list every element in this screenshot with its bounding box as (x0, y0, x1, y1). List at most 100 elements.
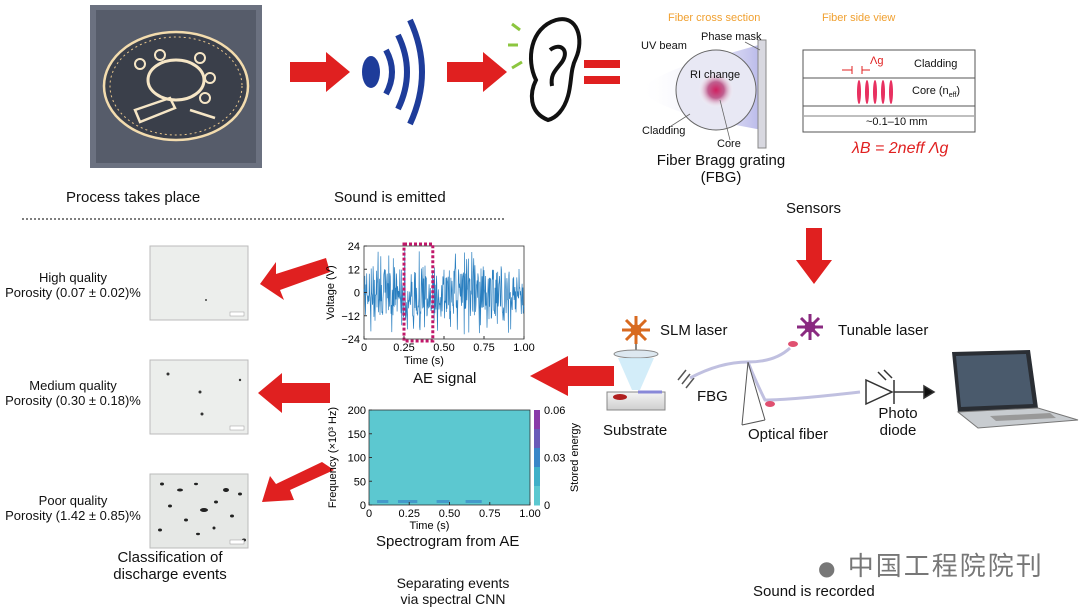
ae-xtick-label: 0.75 (473, 342, 494, 354)
classification-caption: Classification of discharge events (100, 549, 240, 583)
colorbar-segment (534, 429, 540, 449)
caption-sound-recorded: Sound is recorded (753, 583, 875, 600)
sensors-down-arrow (796, 228, 832, 284)
ae-xtick-label: 0.25 (393, 342, 414, 354)
colorbar-tick-label: 0.03 (544, 453, 565, 465)
fbg-name: Fiber Bragg grating (FBG) (646, 152, 796, 186)
spec-xtick-label: 0.50 (439, 508, 460, 520)
fbg-side-view (802, 49, 976, 133)
spec-ytick-label: 50 (354, 476, 366, 488)
spec-xtick-label: 0 (366, 508, 372, 520)
sound-wave-icon (362, 18, 425, 126)
quality-high: High quality Porosity (0.07 ± 0.02)% (0, 270, 146, 300)
spectrogram-event (436, 500, 450, 503)
ae-ytick-label: −12 (341, 311, 360, 323)
optical-fiber (689, 346, 861, 426)
colorbar-label: Stored energy (569, 422, 581, 492)
fbg-side-core-label: Core (neff) (912, 85, 960, 99)
spec-ytick-label: 0 (360, 500, 366, 512)
fbg-core-label: Core (717, 138, 741, 150)
quality-high-title: High quality (39, 270, 107, 285)
classification-arrows (258, 258, 614, 502)
watermark-text: 中国工程院院刊 (847, 552, 1044, 582)
separating-caption: Separating events via spectral CNN (378, 575, 528, 607)
setup-photodiode-line2: diode (879, 422, 917, 439)
colorbar-segment (534, 486, 540, 506)
colorbar-segment (534, 448, 540, 468)
setup-optics (606, 344, 695, 411)
photodiode-icon (865, 369, 936, 406)
setup-optical-fiber-label: Optical fiber (748, 426, 829, 443)
spec-ytick-label: 150 (348, 429, 366, 441)
spectrogram-event (397, 500, 418, 503)
flow-arrows-top (290, 52, 620, 92)
fiber-connectors (765, 341, 798, 407)
setup-photodiode-label: Photo diode (868, 405, 928, 439)
quality-poor-porosity: Porosity (1.42 ± 0.85)% (5, 508, 141, 523)
fbg-name-line2: (FBG) (700, 169, 742, 186)
tunable-laser-icon (797, 314, 823, 340)
fbg-period-symbol: Λg (870, 55, 884, 67)
setup-fbg-label: FBG (697, 388, 728, 405)
watermark: ● 中国工程院院刊 (818, 546, 1044, 583)
setup-substrate-label: Substrate (603, 422, 668, 439)
ae-ytick-label: −24 (341, 334, 360, 346)
spec-ylabel: Frequency (×10³ Hz) (327, 407, 339, 508)
micrograph-medium (149, 359, 249, 435)
ae-xlabel: Time (s) (404, 355, 444, 367)
ae-ylabel: Voltage (V) (325, 265, 337, 319)
caption-process: Process takes place (66, 189, 201, 206)
colorbar-tick-label: 0.06 (544, 405, 565, 417)
fbg-uv-beam-label: UV beam (641, 40, 687, 52)
fbg-cross-section-title: Fiber cross section (668, 12, 761, 24)
ae-xtick-label: 0 (361, 342, 367, 354)
classification-caption-line2: discharge events (113, 566, 227, 583)
fbg-cladding-label: Cladding (642, 125, 686, 137)
fbg-side-cladding-label: Cladding (914, 58, 958, 70)
spec-xtick-label: 0.75 (479, 508, 500, 520)
setup-tunable-laser-label: Tunable laser (838, 322, 929, 339)
quality-poor-title: Poor quality (38, 493, 108, 508)
fbg-side-view-title: Fiber side view (822, 12, 896, 24)
caption-sound-emitted: Sound is emitted (334, 189, 446, 206)
spec-xtick-label: 0.25 (399, 508, 420, 520)
separating-caption-line2: via spectral CNN (400, 591, 506, 607)
fbg-phase-mask-label: Phase mask (701, 31, 762, 43)
ae-highlight-window (402, 242, 435, 343)
spectrogram-title: Spectrogram from AE (376, 533, 520, 550)
micrograph-high (149, 245, 249, 321)
fbg-cross-section (640, 39, 767, 149)
fbg-side-core-sub: eff (948, 92, 957, 100)
fbg-bragg-equation: λB = 2neff Λg (852, 140, 949, 157)
slm-laser-icon (622, 316, 650, 344)
ae-ytick-label: 0 (354, 288, 360, 300)
caption-sensors: Sensors (786, 200, 842, 217)
colorbar-segment (534, 410, 540, 430)
micrograph-poor (149, 473, 249, 549)
ae-xtick-label: 1.00 (513, 342, 534, 354)
separating-caption-line1: Separating events (396, 575, 510, 591)
quality-medium: Medium quality Porosity (0.30 ± 0.18)% (0, 378, 146, 408)
quality-medium-porosity: Porosity (0.30 ± 0.18)% (5, 393, 141, 408)
process-photo (90, 5, 262, 168)
wechat-icon: ● (818, 556, 838, 580)
classification-caption-line1: Classification of (117, 549, 223, 566)
quality-poor: Poor quality Porosity (1.42 ± 0.85)% (0, 493, 146, 523)
fbg-name-line1: Fiber Bragg grating (656, 152, 786, 169)
quality-high-porosity: Porosity (0.07 ± 0.02)% (5, 285, 141, 300)
ae-ytick-label: 12 (348, 264, 360, 276)
ae-signal-series (363, 249, 525, 335)
ae-signal-title: AE signal (413, 370, 477, 387)
spec-xtick-label: 1.00 (519, 508, 540, 520)
ae-ytick-label: 24 (348, 241, 360, 253)
ae-xtick-label: 0.50 (433, 342, 454, 354)
spectrogram-plot-area (368, 409, 531, 506)
setup-photodiode-line1: Photo (878, 405, 918, 422)
spec-ytick-label: 200 (348, 405, 366, 417)
ear-icon (508, 17, 582, 123)
spectrogram-event (377, 500, 389, 503)
colorbar-segment (534, 467, 540, 487)
spec-xlabel: Time (s) (410, 520, 450, 532)
